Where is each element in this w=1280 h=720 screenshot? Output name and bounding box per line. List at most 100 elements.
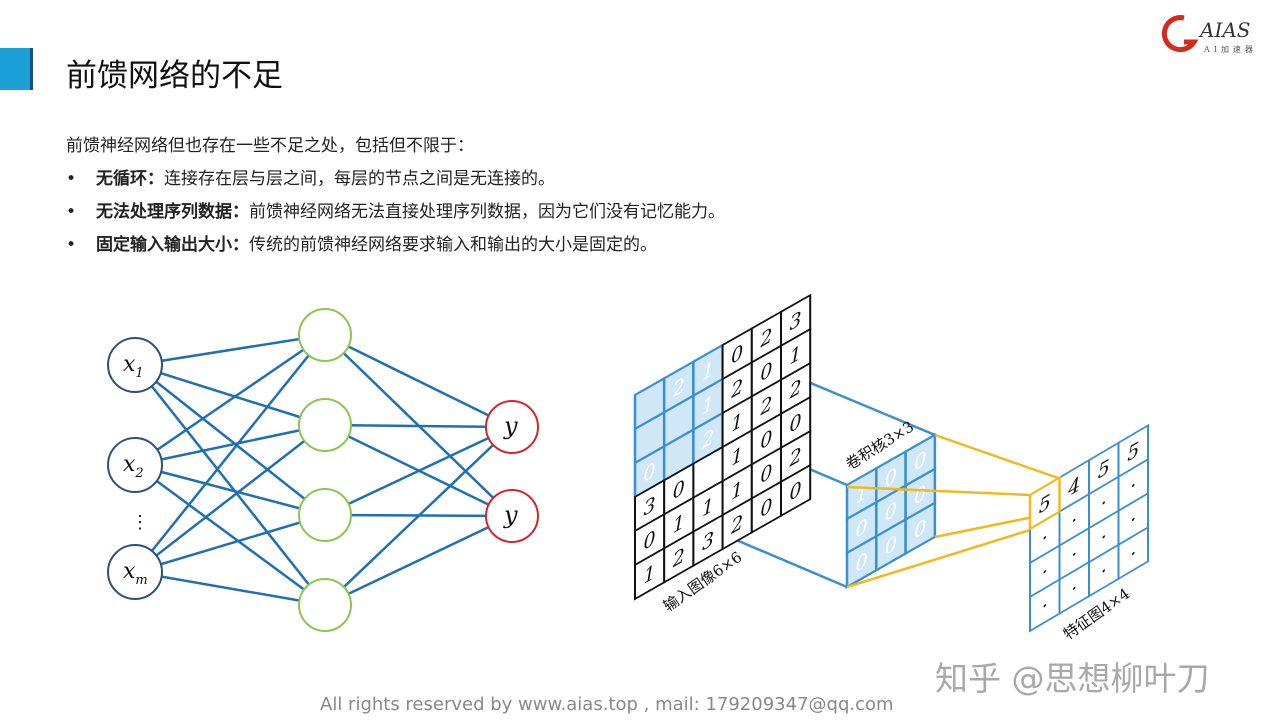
aias-logo: AIAS AI加速器 [1161, 15, 1253, 54]
output-node [485, 400, 539, 454]
bullet-term: 无法处理序列数据： [96, 202, 249, 222]
feature-grid-value: · [1130, 473, 1136, 499]
feature-grid-value: · [1042, 593, 1048, 619]
output-node [485, 489, 539, 543]
input-grid-value: 0 [790, 408, 802, 437]
ellipsis: ⋮ [131, 512, 149, 533]
input-node-label: xm [123, 559, 148, 588]
input-grid-value: 0 [731, 340, 743, 369]
input-grid-value: 0 [644, 526, 656, 555]
feature-grid-value: · [1042, 559, 1048, 585]
input-grid-value: 1 [702, 390, 714, 419]
bullet-item: • 无循环：连接存在层与层之间，每层的节点之间是无连接的。 [66, 164, 555, 189]
intro-text: 前馈神经网络但也存在一些不足之处，包括但不限于： [66, 136, 474, 156]
kernel-grid-value: 0 [856, 548, 868, 577]
feature-grid-value: · [1101, 490, 1107, 516]
network-edge [134, 513, 326, 574]
feature-grid-value: 5 [1098, 454, 1110, 483]
title-accent-line [30, 48, 33, 90]
slide-title: 前馈网络的不足 [66, 58, 283, 94]
input-grid-value: 1 [673, 509, 685, 538]
input-node [107, 337, 163, 393]
feature-grid-cell [1117, 525, 1149, 581]
kernel-grid-value: 0 [914, 514, 926, 543]
hidden-node [298, 308, 352, 362]
input-grid-value: 2 [672, 543, 685, 573]
watermark: 知乎 @思想柳叶刀 [935, 659, 1210, 698]
kernel-grid-cell [904, 500, 937, 556]
network-edge [324, 333, 513, 429]
feature-grid-value: · [1130, 541, 1136, 567]
input-grid-value: 2 [759, 323, 772, 353]
bullet-dot: • [66, 169, 77, 189]
feature-grid-value: · [1071, 542, 1077, 568]
input-node [107, 437, 163, 493]
input-node-subscript: 1 [135, 366, 143, 381]
input-grid-cell [780, 463, 812, 518]
network-edge [324, 514, 513, 607]
output-node-label: y [503, 412, 518, 440]
input-grid-value: 2 [730, 374, 743, 404]
network-edge [134, 364, 326, 516]
bullet-term: 无循环： [96, 169, 164, 189]
input-grid-value: 0 [644, 458, 656, 487]
title-accent-bar [0, 48, 30, 90]
feature-grid-value: 4 [1067, 472, 1080, 502]
feature-grid-value: · [1101, 558, 1107, 584]
bullet-text: 连接存在层与层之间，每层的节点之间是无连接的。 [164, 169, 555, 189]
input-grid-value: 0 [760, 357, 772, 386]
input-node-subscript: m [135, 573, 147, 588]
kernel-grid-value: 0 [914, 480, 926, 509]
input-grid-value: 0 [673, 475, 685, 504]
input-grid-value: 1 [702, 356, 714, 385]
svg-text:AIAS: AIAS [1198, 18, 1251, 42]
input-grid-value: 2 [730, 510, 743, 540]
feature-grid-value: · [1071, 576, 1077, 602]
bullet-dot: • [66, 235, 77, 255]
input-grid-value: 0 [790, 476, 802, 505]
feature-highlight-cell [1028, 475, 1061, 531]
kernel-grid-value: 0 [914, 446, 926, 475]
bullet-term: 固定输入输出大小： [96, 235, 249, 255]
network-edge [134, 423, 326, 467]
input-grid-value: 2 [672, 373, 685, 403]
network-edge [134, 333, 326, 367]
network-edge [134, 363, 326, 427]
network-edge [134, 333, 326, 467]
feature-grid-value: · [1042, 525, 1048, 551]
input-node-subscript: 2 [134, 466, 143, 481]
output-node-label: y [503, 501, 518, 529]
network-edge [134, 463, 326, 517]
input-grid-value: 2 [701, 424, 714, 454]
bullet-dot: • [66, 202, 77, 222]
network-edge [324, 426, 513, 606]
input-grid-value: 0 [760, 425, 772, 454]
input-grid-value: 1 [702, 492, 714, 521]
input-grid-value: 1 [731, 408, 743, 437]
input-grid-value: 3 [790, 306, 802, 335]
network-edge [134, 364, 326, 606]
network-edge [134, 424, 326, 573]
kernel-grid-value: 0 [885, 463, 897, 492]
feature-grid-value: 5 [1039, 489, 1051, 518]
hidden-node [298, 488, 352, 542]
input-grid-value: 2 [789, 374, 802, 404]
input-grid-value: 0 [760, 459, 772, 488]
feature-grid-value: · [1101, 524, 1107, 550]
hidden-node [298, 578, 352, 632]
bullet-item: • 固定输入输出大小：传统的前馈神经网络要求输入和输出的大小是固定的。 [66, 230, 657, 255]
bullet-text: 前馈神经网络无法直接处理序列数据，因为它们没有记忆能力。 [249, 202, 725, 222]
kernel-grid-value: 0 [856, 514, 868, 543]
bullet-item: • 无法处理序列数据：前馈神经网络无法直接处理序列数据，因为它们没有记忆能力。 [66, 197, 725, 222]
input-grid-value: 1 [731, 476, 743, 505]
input-grid-value: 2 [789, 442, 802, 472]
footer-copyright: All rights reserved by www.aias.top , ma… [320, 694, 894, 715]
input-grid-value: 1 [790, 340, 802, 369]
kernel-grid-value: 0 [885, 497, 897, 526]
input-grid-value: 0 [760, 493, 772, 522]
bullet-text: 传统的前馈神经网络要求输入和输出的大小是固定的。 [249, 235, 657, 255]
input-node [107, 544, 163, 600]
input-grid-value: 2 [759, 391, 772, 421]
